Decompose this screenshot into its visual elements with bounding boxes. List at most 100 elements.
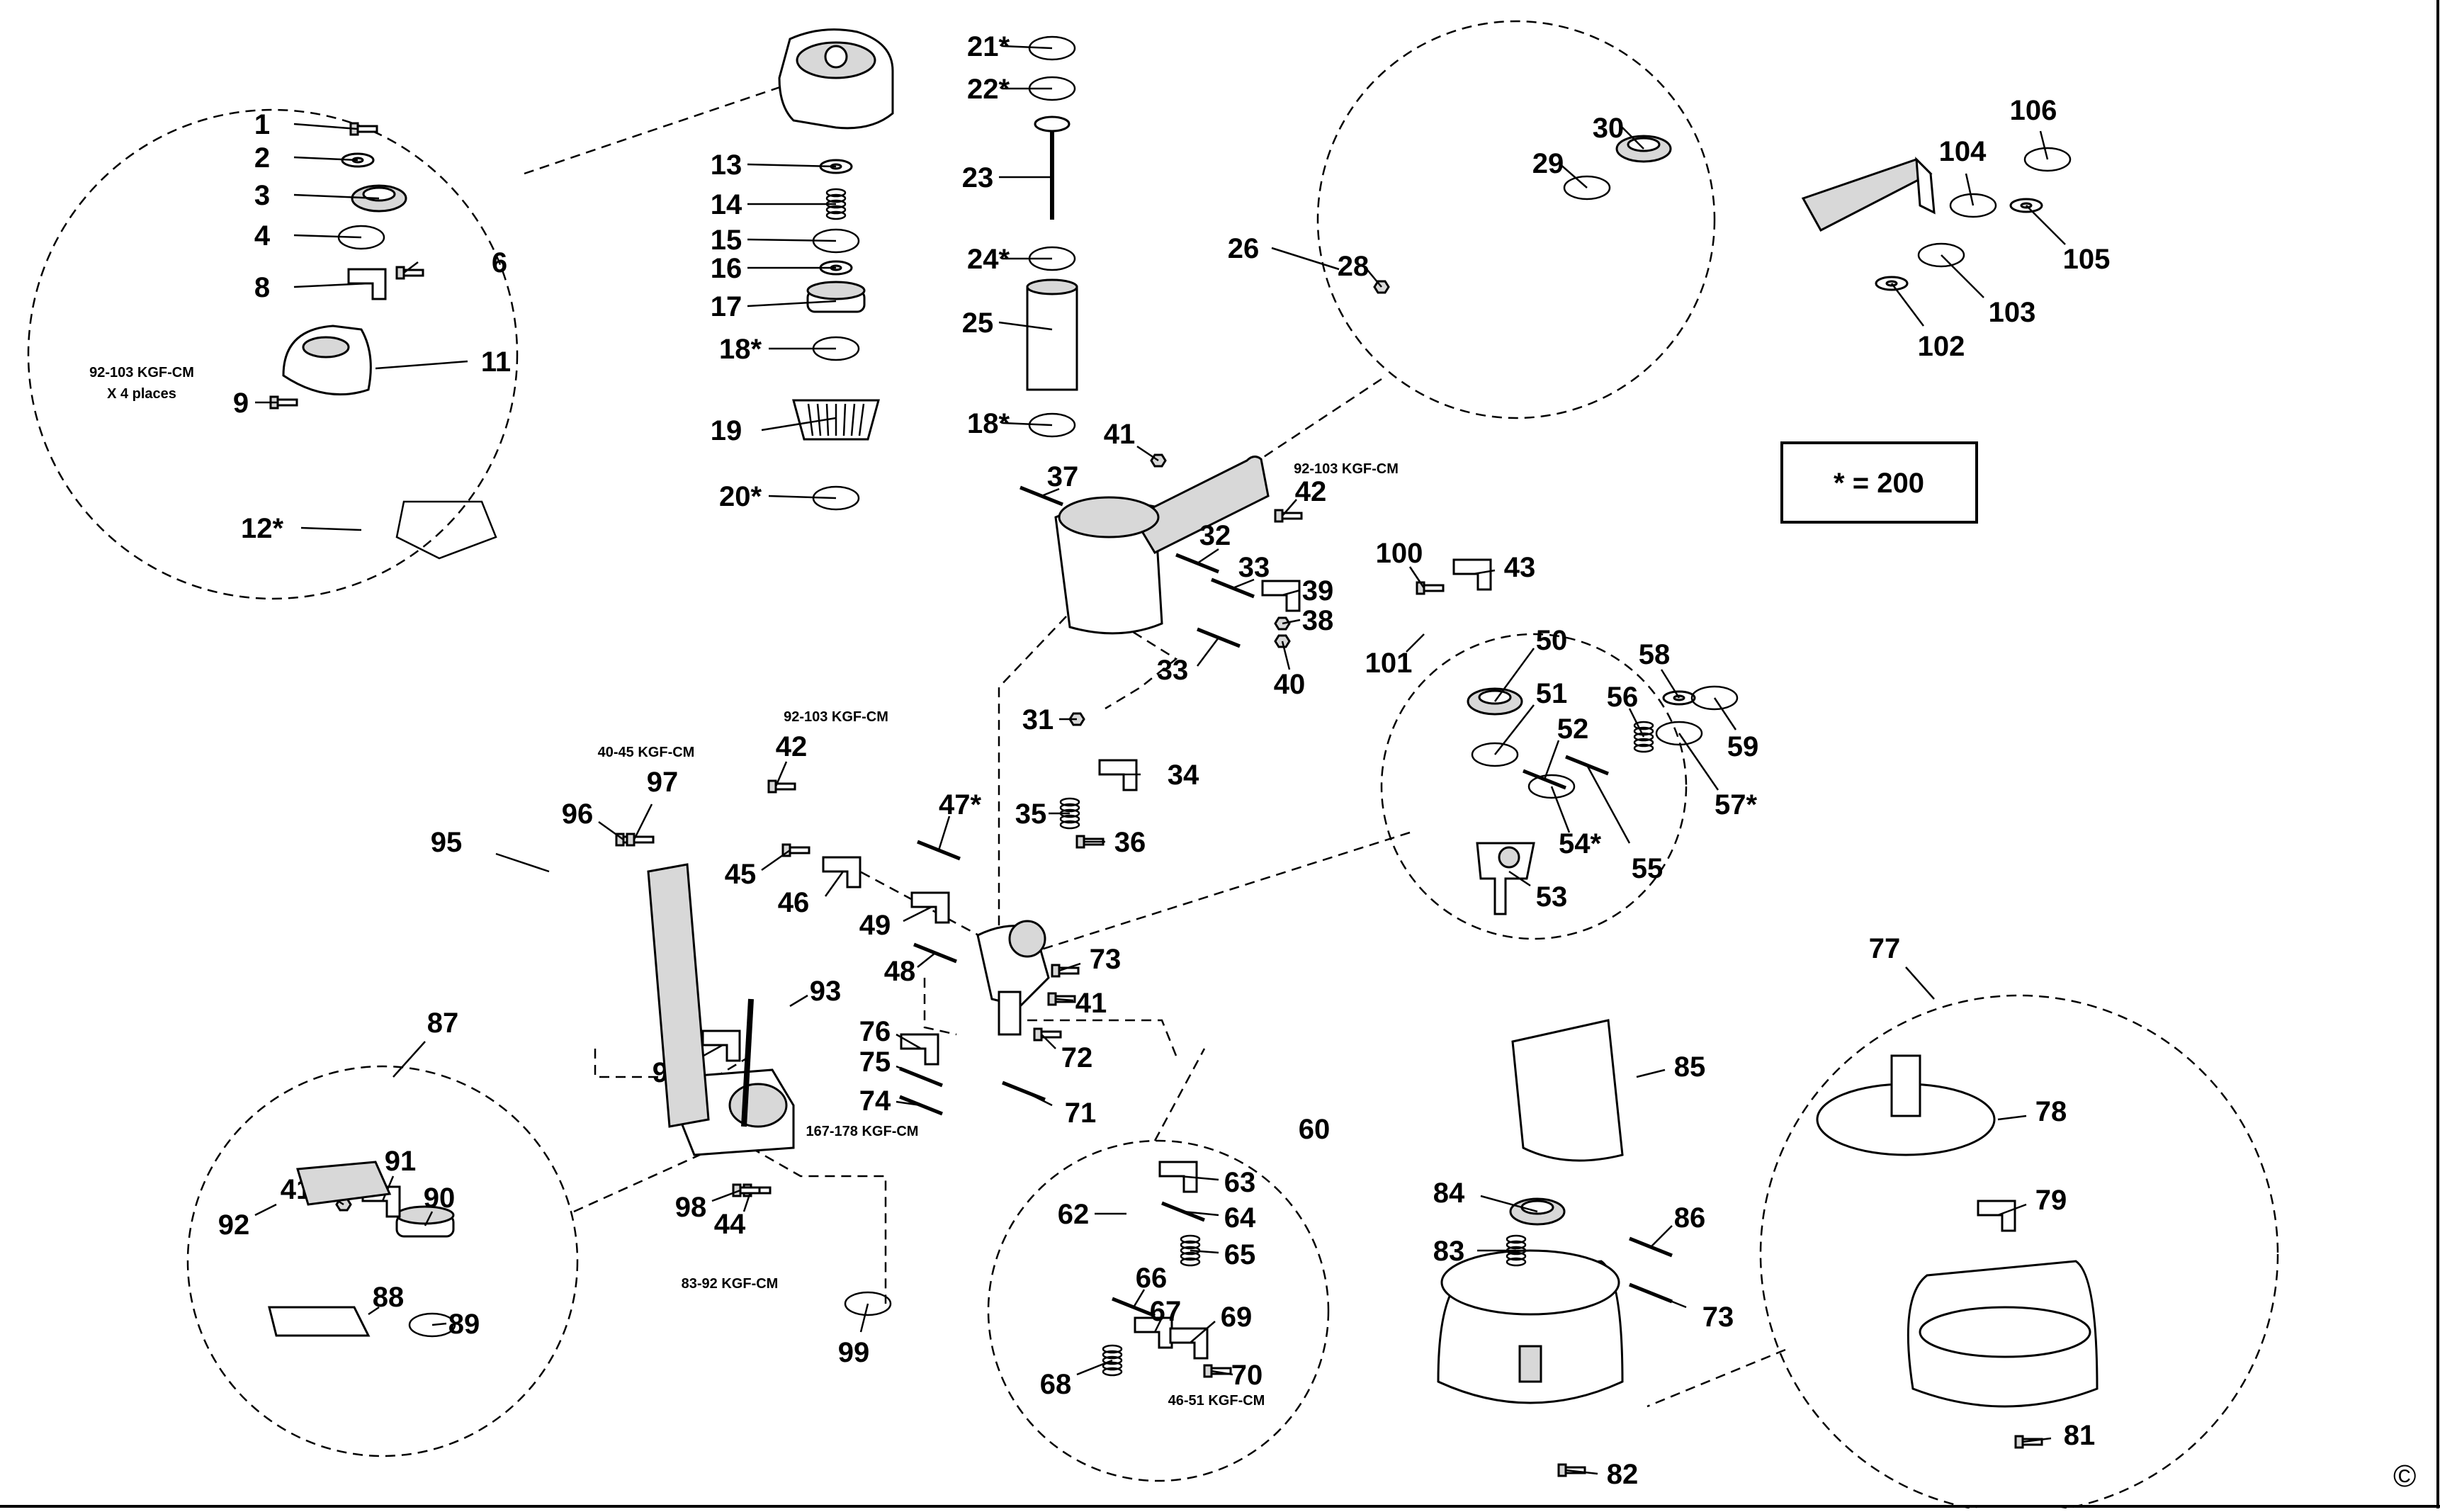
driver-arm-assembly xyxy=(1801,157,1936,232)
part-number: 79 xyxy=(2035,1185,2067,1216)
leader-line xyxy=(1550,786,1571,833)
callout-73: 73 xyxy=(1051,944,1121,978)
leader-line xyxy=(896,1100,922,1107)
callout-32: 32 xyxy=(1175,520,1231,574)
part-number: 49 xyxy=(859,910,891,941)
callout-57-star: 57* xyxy=(1655,721,1757,820)
callout-24-star: 24* xyxy=(967,244,1076,275)
part-number: 75 xyxy=(859,1046,891,1078)
part-shape xyxy=(1471,742,1519,767)
callout-68: 68 xyxy=(1040,1344,1123,1400)
part-number: 89 xyxy=(448,1309,480,1340)
leader-line xyxy=(1650,1292,1687,1309)
callout-34: 34 xyxy=(1098,759,1199,791)
callout-22-star: 22* xyxy=(967,74,1076,105)
part-shape xyxy=(767,779,796,794)
part-number: 91 xyxy=(385,1146,417,1177)
part-number: 53 xyxy=(1536,881,1568,913)
part-shape xyxy=(1026,278,1078,391)
part-number: 57* xyxy=(1715,789,1757,820)
leader-line xyxy=(1002,45,1053,50)
leader-line xyxy=(747,163,837,168)
part-number: 98 xyxy=(675,1192,707,1223)
callout-16: 16 xyxy=(711,253,853,284)
part-shape xyxy=(1203,1364,1232,1378)
callout-15: 15 xyxy=(711,225,860,256)
leader-line xyxy=(293,282,369,288)
part-number: 65 xyxy=(1224,1239,1256,1270)
part-number: 55 xyxy=(1632,853,1664,884)
detail-circle-handle xyxy=(1182,20,1716,512)
part-shape xyxy=(1028,412,1076,438)
leader-line xyxy=(1232,578,1255,589)
callout-69: 69 xyxy=(1169,1302,1252,1360)
part-shape xyxy=(1028,35,1076,61)
leader-line xyxy=(1650,1225,1673,1248)
leader-line xyxy=(254,1203,277,1217)
callout-104: 104 xyxy=(1939,136,1997,218)
leader-line xyxy=(896,1065,922,1078)
torque-note: 83-92 KGF-CM xyxy=(682,1276,779,1292)
magazine-canister xyxy=(1437,1249,1624,1404)
legend-text: * = 200 xyxy=(1834,468,1924,499)
part-number: 37 xyxy=(1047,461,1079,492)
leader-line xyxy=(1002,422,1053,427)
callout-85: 85 xyxy=(1511,1019,1705,1162)
part-number: 88 xyxy=(373,1282,405,1313)
part-shape xyxy=(806,281,866,313)
leader-line xyxy=(1905,966,1935,1000)
part-shape xyxy=(1098,759,1138,791)
part-number: 13 xyxy=(711,149,742,181)
part-shape xyxy=(1452,558,1492,591)
part-number: 59 xyxy=(1727,731,1759,762)
part-number: 90 xyxy=(424,1183,456,1214)
part-number: 34 xyxy=(1168,760,1199,791)
torque-note: 46-51 KGF-CM xyxy=(1168,1393,1265,1409)
part-number: 95 xyxy=(431,827,463,858)
part-number: 58 xyxy=(1639,639,1671,670)
leader-line xyxy=(368,1306,380,1316)
callout-8: 8 xyxy=(254,268,387,303)
leader-line xyxy=(711,1189,741,1202)
leader-line xyxy=(761,849,791,871)
callout-3: 3 xyxy=(254,180,407,213)
callout-42: 42 xyxy=(1274,476,1326,523)
callout-38: 38 xyxy=(1274,605,1333,636)
leader-line xyxy=(1494,704,1535,755)
callout-25: 25 xyxy=(962,278,1078,391)
leader-line xyxy=(1197,637,1219,667)
part-shape xyxy=(626,833,655,847)
leader-line xyxy=(1473,569,1496,575)
callout-30: 30 xyxy=(1593,113,1672,163)
callout-19: 19 xyxy=(711,399,880,446)
part-shape xyxy=(282,325,372,396)
part-number: 40 xyxy=(1274,669,1306,700)
leader-line xyxy=(1965,173,1975,206)
leader-line xyxy=(903,905,932,923)
callout-95: 95 xyxy=(431,827,710,1128)
callout-56: 56 xyxy=(1607,682,1654,753)
leader-line xyxy=(1997,1115,2027,1121)
part-number: 16 xyxy=(711,253,742,284)
part-shape xyxy=(1816,1054,1996,1156)
callout-36: 36 xyxy=(1075,827,1146,858)
callout-39: 39 xyxy=(1261,575,1333,612)
part-number: 14 xyxy=(711,189,742,220)
callout-106: 106 xyxy=(2010,95,2072,172)
leader-line xyxy=(1182,1210,1219,1217)
part-number: 102 xyxy=(1918,331,1965,362)
part-number: 1 xyxy=(254,109,270,140)
leader-line xyxy=(1586,765,1631,844)
leader-line xyxy=(1363,265,1382,288)
callout-47-star: 47* xyxy=(917,789,981,861)
callout-23: 23 xyxy=(962,115,1071,220)
part-number: 72 xyxy=(1061,1042,1093,1073)
leader-line xyxy=(1565,1469,1598,1475)
torque-note: 167-178 KGF-CM xyxy=(806,1124,919,1139)
leader-line xyxy=(1023,1090,1053,1107)
leader-line xyxy=(1406,633,1425,653)
part-number: 64 xyxy=(1224,1202,1256,1234)
part-number: 106 xyxy=(2010,95,2057,126)
part-number: 81 xyxy=(2064,1420,2096,1451)
part-number: 76 xyxy=(859,1016,891,1047)
